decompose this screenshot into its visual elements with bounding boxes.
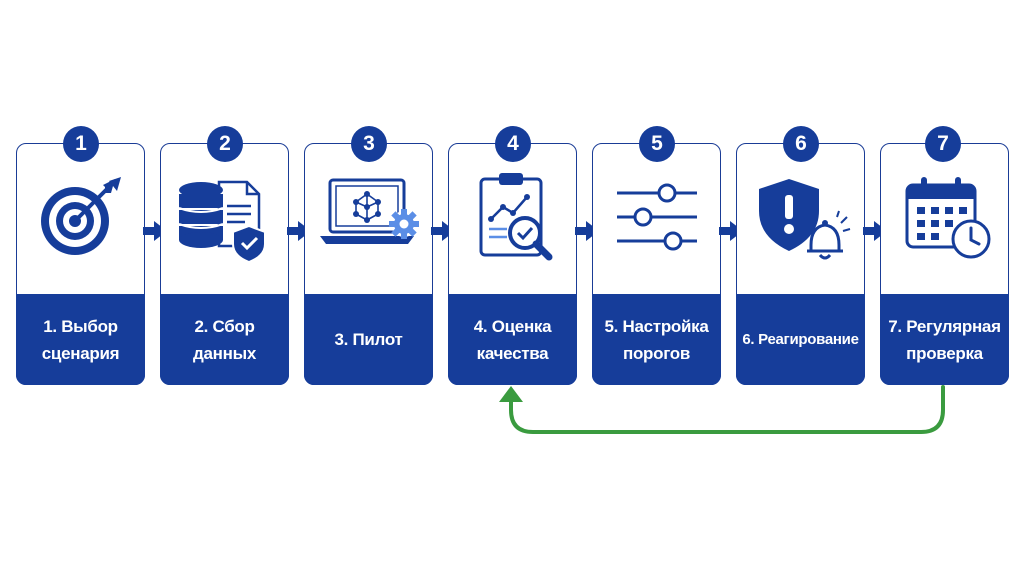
- laptop-network-gear-icon: [304, 152, 433, 282]
- step-number-badge: 1: [63, 126, 99, 162]
- step-number-badge: 4: [495, 126, 531, 162]
- clipboard-chart-magnifier-icon: [448, 152, 577, 282]
- step-label-4: 4. Оценка качества: [448, 294, 577, 385]
- step-number-badge: 7: [925, 126, 961, 162]
- step-label-2: 2. Сбор данных: [160, 294, 289, 385]
- step-number-badge: 6: [783, 126, 819, 162]
- step-label-3: 3. Пилот: [304, 294, 433, 385]
- database-document-shield-icon: [160, 152, 289, 282]
- step-number-badge: 5: [639, 126, 675, 162]
- calendar-clock-icon: [880, 152, 1009, 282]
- step-number-badge: 3: [351, 126, 387, 162]
- sliders-icon: [592, 152, 721, 282]
- step-label-6: 6. Реагирование: [736, 294, 865, 385]
- target-arrow-icon: [16, 152, 145, 282]
- step-label-5: 5. Настройка порогов: [592, 294, 721, 385]
- step-label-7: 7. Регулярная проверка: [880, 294, 1009, 385]
- shield-alert-bell-icon: [736, 152, 865, 282]
- step-label-1: 1. Выбор сценария: [16, 294, 145, 385]
- step-number-badge: 2: [207, 126, 243, 162]
